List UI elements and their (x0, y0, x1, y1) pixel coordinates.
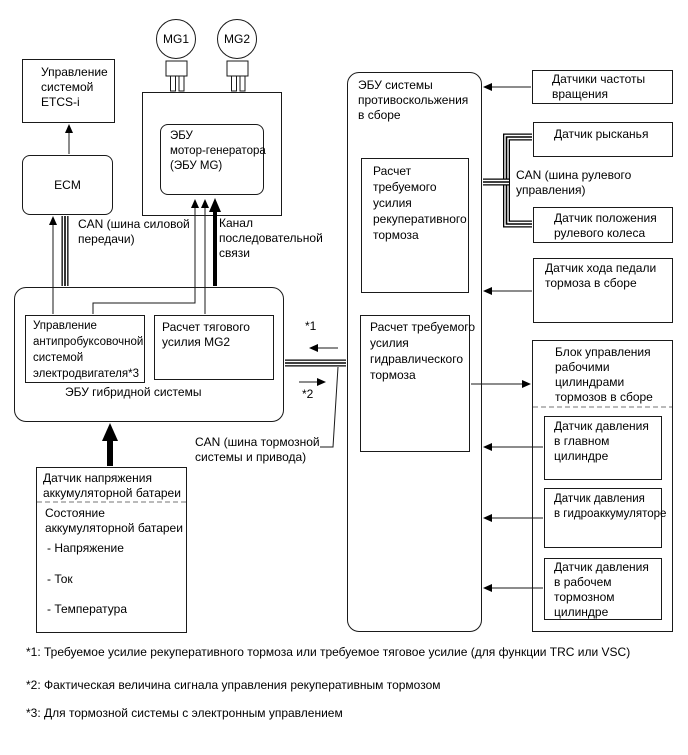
star1-label: *1 (305, 319, 317, 333)
arrow-pedal-stroke (483, 287, 532, 295)
arrow-master-pressure (483, 443, 543, 451)
mg1-motor-generator: MG1 (156, 19, 196, 59)
star2-arrow (299, 378, 326, 386)
can-brake-leader-line (320, 366, 339, 448)
mg-ecu-box: ЭБУ мотор-генератора (ЭБУ MG) (160, 124, 266, 195)
serial-link-line (209, 198, 221, 286)
ecm-box: ECM (22, 155, 113, 215)
arrow-wheel-cyl-pressure (483, 584, 543, 592)
battery-voltage-sensor-box: Датчик напряжения аккумуляторной батареи… (36, 467, 187, 633)
wheel-cylinder-pressure-sensor-box: Датчик давления в рабочем тормозном цили… (544, 558, 662, 620)
steering-angle-sensor-box: Датчик положения рулевого колеса (533, 207, 673, 243)
footnote-3: *3: Для тормозной системы с электронным … (26, 706, 343, 720)
arrow-traction-to-mg-ecu (92, 199, 199, 314)
arrow-ecm-to-etcs (65, 124, 73, 154)
hydraulic-brake-force-calc-box: Расчет требуемого усилия гидравлического… (360, 315, 475, 452)
hybrid-ecu-label: ЭБУ гибридной системы (65, 385, 202, 399)
arrow-hybrid-to-ecm (49, 216, 57, 314)
can-powertrain-label: CAN (шина силовой передачи) (78, 217, 190, 246)
can-steering-bus (483, 133, 532, 228)
arrow-hydraulic-to-actuator (471, 380, 531, 388)
battery-param-voltage: - Напряжение (47, 541, 124, 555)
arrow-battery-to-hybrid (102, 423, 118, 466)
mg2-motor-generator: MG2 (217, 19, 257, 59)
can-brake-label: CAN (шина тормозной системы и привода) (195, 435, 320, 464)
master-cylinder-pressure-sensor-box: Датчик давления в главном цилиндре (544, 416, 662, 480)
pedal-stroke-sensor-box: Датчик хода педали тормоза в сборе (533, 258, 673, 323)
battery-state-label: Состояние аккумуляторной батареи (45, 506, 183, 535)
skid-control-ecu-label: ЭБУ системы противоскольжения в сборе (358, 78, 469, 122)
footnote-1: *1: Требуемое усилие рекуперативного тор… (26, 645, 631, 659)
star1-arrow (309, 344, 338, 352)
regen-brake-force-calc-box: Расчет требуемого усилия рекуперативного… (361, 158, 469, 293)
motor-traction-control-box: Управление антипробуксовочной системой э… (25, 315, 145, 383)
mg2-terminals (226, 60, 249, 92)
battery-sensor-title: Датчик напряжения аккумуляторной батареи (43, 471, 181, 500)
arrow-mg2calc-to-mg-ecu (201, 199, 209, 314)
mg2-torque-calc-box: Расчет тягового усилия MG2 (154, 315, 274, 380)
star2-label: *2 (302, 387, 314, 401)
mg1-terminals (165, 60, 188, 92)
arrow-accumulator-pressure (483, 514, 543, 522)
etcs-control-box: Управление системой ETCS-i (22, 59, 115, 123)
arrow-wheel-speed (483, 83, 531, 91)
wheel-speed-sensors-box: Датчики частоты вращения (532, 70, 673, 104)
battery-param-temperature: - Температура (47, 602, 128, 616)
accumulator-pressure-sensor-box: Датчик давления в гидроаккумуляторе (544, 488, 666, 548)
can-steering-label: CAN (шина рулевого управления) (516, 168, 632, 197)
battery-param-current: - Ток (47, 572, 73, 586)
yaw-rate-sensor-box: Датчик рысканья (533, 122, 673, 157)
footnote-2: *2: Фактическая величина сигнала управле… (26, 678, 441, 692)
serial-link-label: Канал последовательной связи (219, 216, 323, 260)
